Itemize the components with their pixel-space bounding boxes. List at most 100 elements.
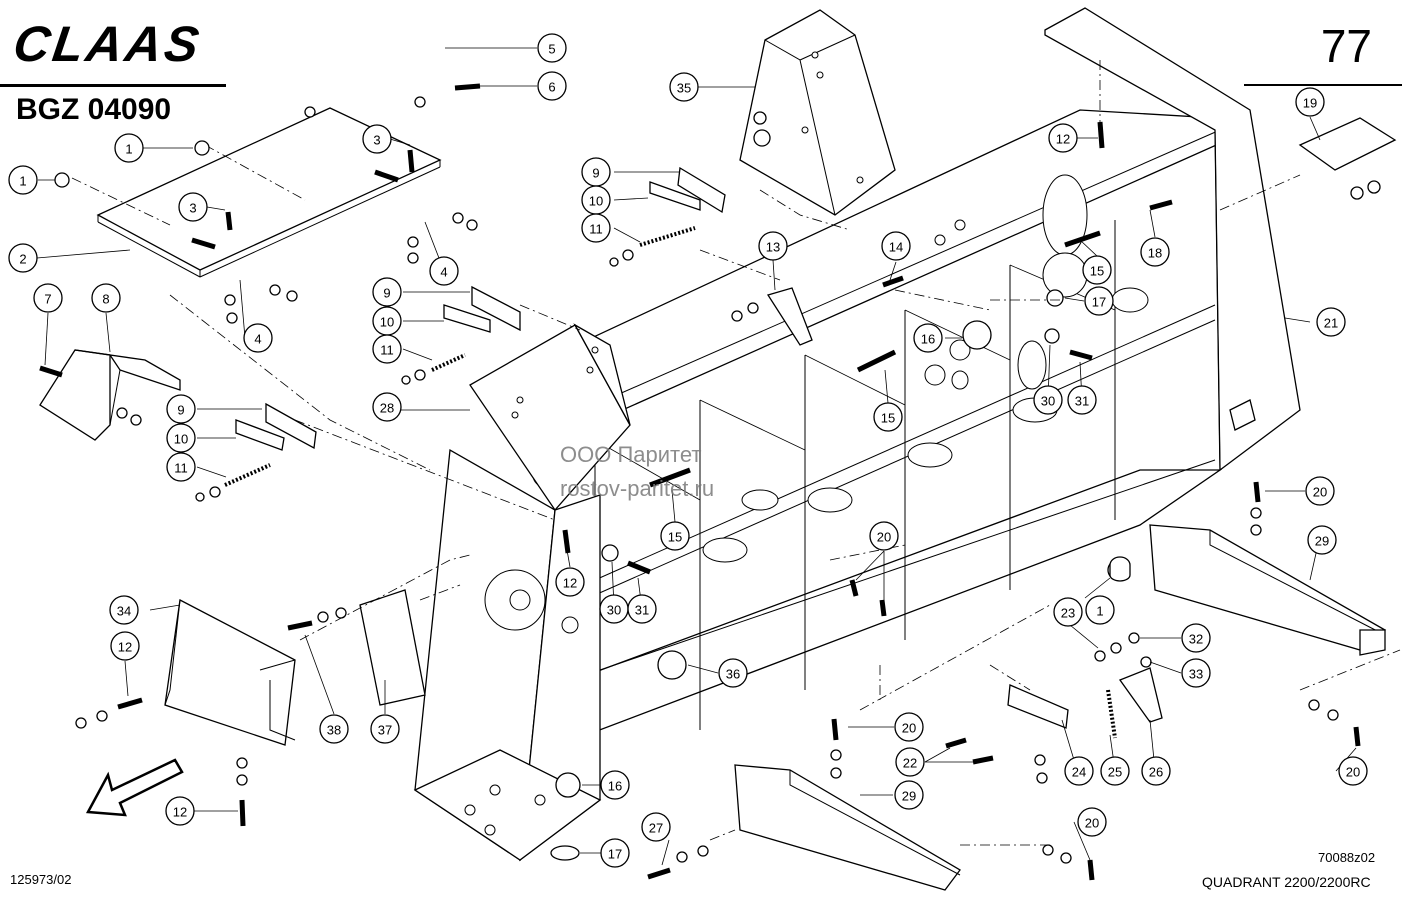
callout-label: 12	[118, 640, 132, 655]
callout-label: 29	[902, 789, 916, 804]
callout-7: 7	[33, 283, 63, 313]
callout-37: 37	[370, 714, 400, 744]
callout-label: 30	[1041, 394, 1055, 409]
callout-label: 15	[1090, 264, 1104, 279]
callout-label: 17	[608, 847, 622, 862]
callout-circle	[895, 747, 925, 777]
callout-circle	[114, 133, 144, 163]
callout-5: 5	[537, 33, 567, 63]
callout-label: 11	[174, 461, 188, 476]
callout-12: 12	[165, 796, 195, 826]
callout-label: 1	[19, 174, 26, 189]
document-number: 125973/02	[10, 872, 72, 887]
callout-circle	[1085, 595, 1115, 625]
callout-12: 12	[110, 631, 140, 661]
callout-label: 2	[19, 252, 26, 267]
support-arm-29-left	[734, 764, 961, 891]
callout-21: 21	[1316, 307, 1346, 337]
callout-circle	[1053, 597, 1083, 627]
callout-circle	[8, 165, 38, 195]
callout-circle	[913, 323, 943, 353]
callout-label: 5	[548, 42, 555, 57]
callout-circle	[109, 595, 139, 625]
callout-16: 16	[600, 770, 630, 800]
callout-circle	[1181, 658, 1211, 688]
callout-circle	[581, 213, 611, 243]
callout-circle	[1141, 756, 1171, 786]
callout-26: 26	[1141, 756, 1171, 786]
callout-36: 36	[718, 658, 748, 688]
callout-circle	[894, 712, 924, 742]
callout-28: 28	[372, 392, 402, 422]
callout-circle	[1338, 756, 1368, 786]
callout-9: 9	[581, 157, 611, 187]
callout-38: 38	[319, 714, 349, 744]
callout-17: 17	[600, 838, 630, 868]
callout-circle	[758, 231, 788, 261]
callout-20: 20	[1077, 807, 1107, 837]
callout-2: 2	[8, 243, 38, 273]
callout-19: 19	[1295, 87, 1325, 117]
callout-label: 38	[327, 723, 341, 738]
callout-29: 29	[1307, 525, 1337, 555]
callout-label: 24	[1072, 765, 1086, 780]
callout-11: 11	[166, 452, 196, 482]
callout-circle	[166, 452, 196, 482]
callout-circle	[165, 796, 195, 826]
callout-10: 10	[372, 306, 402, 336]
callout-3: 3	[362, 124, 392, 154]
watermark-site: rostov-paritet.ru	[560, 476, 715, 501]
top-plate	[71, 107, 442, 278]
callout-circle	[362, 124, 392, 154]
callout-label: 4	[440, 265, 447, 280]
callout-circle	[1305, 476, 1335, 506]
callout-circle	[1084, 286, 1114, 316]
main-frame	[413, 7, 1301, 862]
callout-circle	[166, 394, 196, 424]
brand-logo: CLAAS	[10, 16, 206, 72]
callout-11: 11	[581, 213, 611, 243]
callout-circle	[718, 658, 748, 688]
callout-label: 7	[44, 292, 51, 307]
callout-label: 10	[174, 432, 188, 447]
callout-circle	[319, 714, 349, 744]
callout-circle	[894, 780, 924, 810]
callout-label: 15	[881, 411, 895, 426]
callout-label: 33	[1189, 667, 1203, 682]
callout-label: 20	[902, 721, 916, 736]
callout-label: 9	[592, 166, 599, 181]
callout-circle	[537, 33, 567, 63]
callout-33: 33	[1181, 658, 1211, 688]
callout-label: 14	[889, 240, 903, 255]
watermark: ООО Паритет rostov-paritet.ru	[560, 438, 714, 506]
callout-circle	[370, 714, 400, 744]
callout-label: 32	[1189, 632, 1203, 647]
callout-1: 1	[1085, 595, 1115, 625]
callout-label: 4	[254, 332, 261, 347]
callout-label: 12	[173, 805, 187, 820]
callout-label: 37	[378, 723, 392, 738]
callout-34: 34	[109, 595, 139, 625]
callout-14: 14	[881, 231, 911, 261]
callout-circle	[1181, 623, 1211, 653]
model-name: QUADRANT 2200/2200RC	[1202, 874, 1371, 890]
callout-circle	[1295, 87, 1325, 117]
support-arm-29-right	[1149, 524, 1387, 656]
callout-circle	[1033, 385, 1063, 415]
callout-circle	[372, 334, 402, 364]
callout-label: 26	[1149, 765, 1163, 780]
bracket-34	[164, 598, 296, 746]
callout-20: 20	[894, 712, 924, 742]
plate-37	[359, 589, 426, 706]
callout-circle	[91, 283, 121, 313]
callout-label: 10	[589, 194, 603, 209]
callout-12: 12	[555, 567, 585, 597]
callout-circle	[537, 71, 567, 101]
callout-label: 3	[373, 133, 380, 148]
callout-23: 23	[1053, 597, 1083, 627]
callout-9: 9	[372, 277, 402, 307]
callout-1: 1	[114, 133, 144, 163]
callout-circle	[627, 594, 657, 624]
callout-circle	[178, 192, 208, 222]
